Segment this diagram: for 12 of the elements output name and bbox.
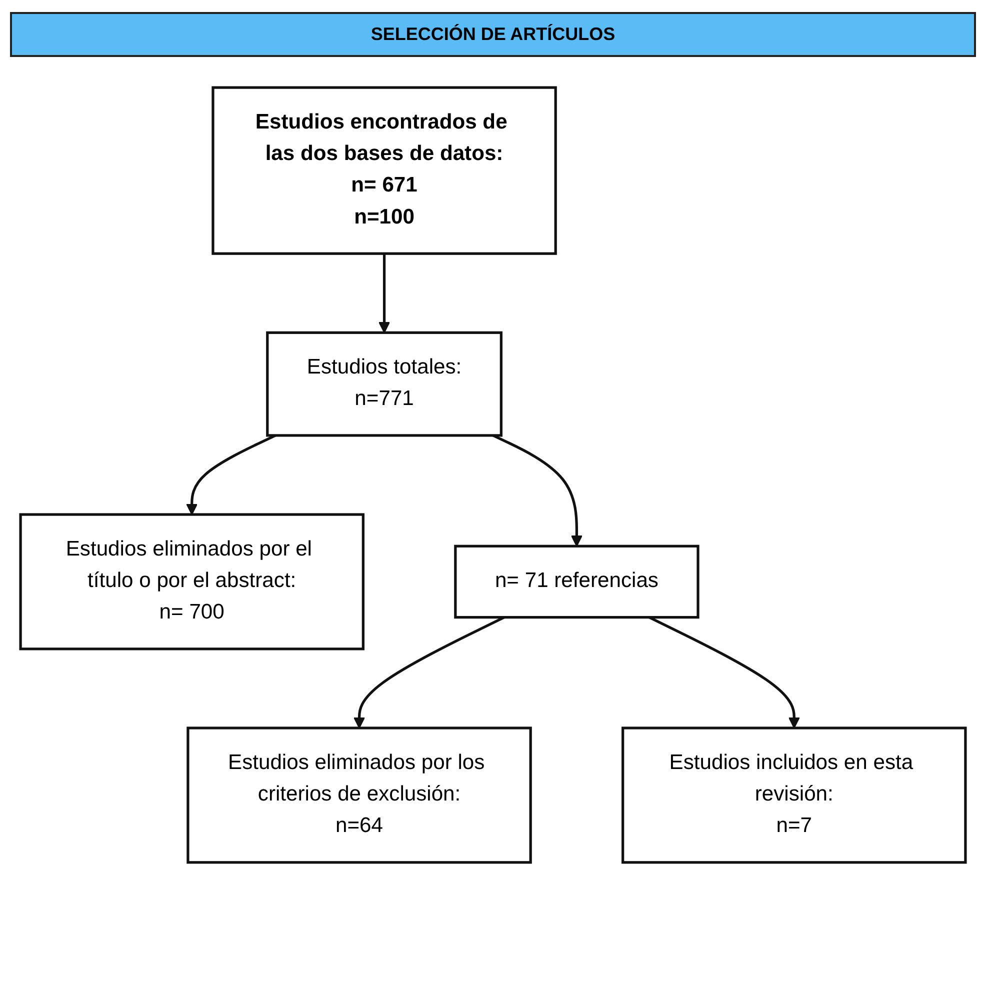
arrow [492,434,582,547]
node-box: Estudios encontrados de las dos bases de datos: n= 671 n=100 [212,86,557,255]
node-box: n= 71 referencias [454,544,700,619]
node-box: Estudios incluidos en esta revisión: n=7 [622,726,967,864]
arrow [648,616,800,729]
node-box: Estudios eliminados por los criterios de exclusión: n=64 [186,726,532,864]
node-box: Estudios eliminados por el título o por el abstract: n= 700 [19,513,364,650]
arrow [186,434,276,516]
title-banner: SELECCIÓN DE ARTÍCULOS [10,12,976,57]
arrow [378,254,390,334]
arrow [353,616,505,729]
node-box: Estudios totales: n=771 [266,331,502,437]
